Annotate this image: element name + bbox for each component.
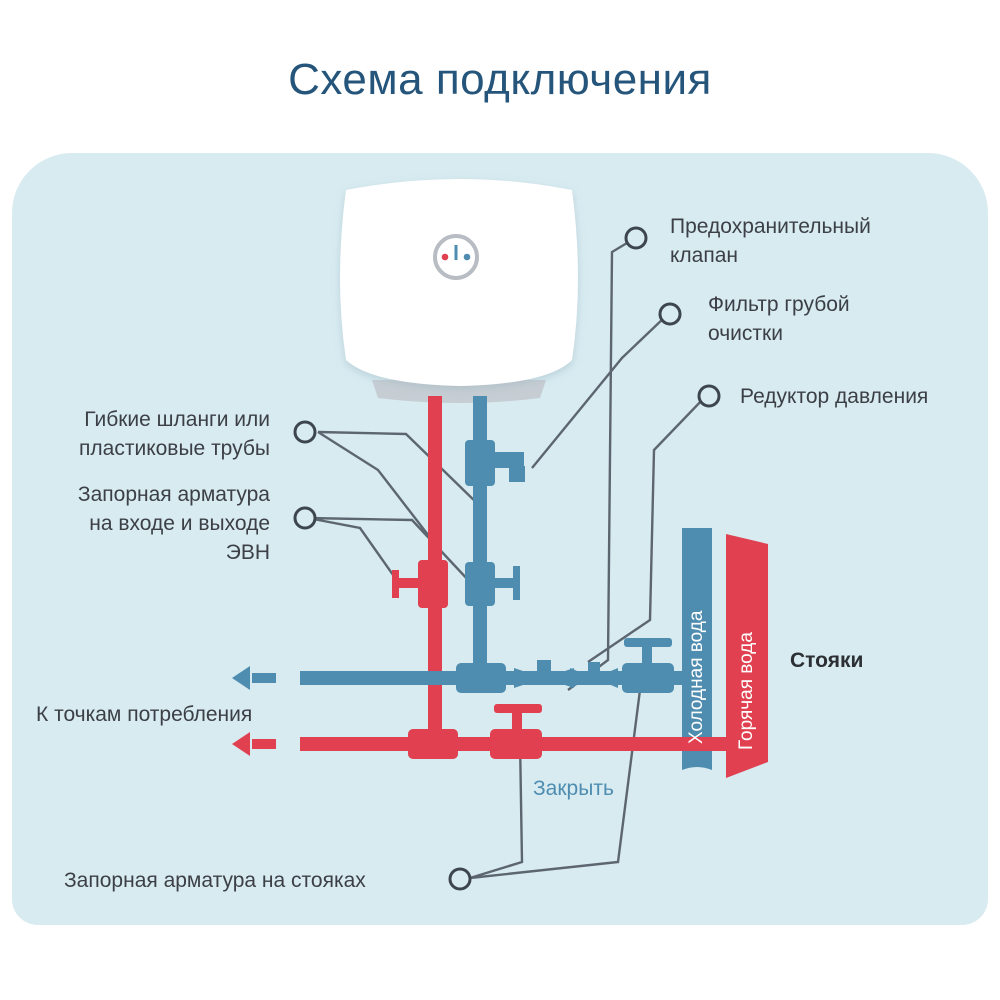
- hot-shutoff-valve-handle: [398, 578, 422, 588]
- label-flexible-hoses-line2: пластиковые трубы: [79, 437, 270, 460]
- marker-safety-valve: [624, 226, 648, 250]
- page-title: Схема подключения: [288, 55, 712, 104]
- cold-shutoff-valve-handle: [494, 578, 514, 588]
- cold-tee-fitting: [456, 663, 506, 693]
- leader-shutoff-ewh-2: [307, 516, 399, 583]
- cold-riser-valve-stem: [642, 646, 652, 664]
- water-heater-base: [372, 380, 546, 403]
- label-shutoff-ewh-line3: ЭВН: [225, 541, 270, 564]
- marker-shutoff-risers: [448, 867, 472, 891]
- cold-filter-tee: [465, 440, 495, 486]
- hot-shutoff-valve-handle-end: [392, 570, 399, 598]
- safety-valve-fitting: [514, 668, 574, 688]
- leader-shutoff-ewh: [307, 516, 471, 583]
- cold-pipes: [232, 396, 684, 693]
- hot-riser-shutoff-valve: [490, 729, 542, 759]
- marker-pressure-reducer: [697, 384, 721, 408]
- hot-arrow-head: [232, 732, 250, 756]
- marker-shutoff-ewh: [293, 506, 317, 530]
- label-close: Закрыть: [533, 777, 614, 800]
- pressure-reducer-cap: [588, 662, 600, 672]
- label-flexible-hoses: Гибкие шланги или пластиковые трубы: [20, 405, 270, 463]
- leader-safety-valve: [567, 238, 633, 691]
- label-coarse-filter: Фильтр грубой очистки: [708, 293, 850, 345]
- label-flexible-hoses-line1: Гибкие шланги или: [84, 408, 270, 431]
- leader-flexible-hoses-2: [317, 430, 433, 541]
- pressure-reducer-fitting: [570, 668, 618, 688]
- leader-shutoff-riser-hot: [469, 739, 524, 880]
- label-pressure-reducer: Редуктор давления: [740, 385, 929, 408]
- cold-riser-valve-handle: [624, 638, 672, 647]
- leader-pressure-reducer: [587, 396, 706, 663]
- label-safety-valve: Предохранительный клапан: [670, 215, 871, 267]
- hot-riser-valve-stem: [512, 712, 522, 730]
- cold-shutoff-valve-handle-end: [513, 566, 520, 600]
- label-shutoff-risers: Запорная арматура на стояках: [64, 869, 366, 892]
- hot-tee-fitting: [408, 729, 458, 759]
- cold-arrow-head: [232, 666, 250, 690]
- cold-water-riser: [682, 528, 712, 770]
- leader-coarse-filter: [531, 315, 667, 469]
- label-hot-water: Горячая вода: [736, 632, 757, 750]
- cold-pipe-vertical: [473, 396, 487, 678]
- label-shutoff-ewh-line2: на входе и выходе: [89, 512, 270, 535]
- hot-water-riser: [726, 534, 768, 778]
- marker-coarse-filter: [658, 302, 682, 326]
- hot-riser-valve-handle: [494, 704, 542, 713]
- leader-markers: [293, 226, 721, 891]
- hot-pipes: [232, 396, 728, 759]
- cold-filter-branch: [494, 452, 524, 468]
- label-cold-water: Холодная вода: [686, 610, 707, 744]
- leader-flexible-hoses: [317, 430, 483, 509]
- cold-filter-cap: [509, 466, 525, 482]
- safety-valve-cap: [537, 660, 551, 672]
- water-heater-body: [340, 179, 578, 386]
- hot-arrow-dash: [252, 739, 276, 749]
- label-shutoff-ewh: Запорная арматура на входе и выходе ЭВН: [20, 480, 270, 567]
- cold-shutoff-valve-body: [465, 562, 495, 606]
- water-heater-control-icon: [433, 234, 479, 280]
- hot-shutoff-valve-body: [418, 560, 448, 608]
- label-shutoff-ewh-line1: Запорная арматура: [77, 483, 270, 506]
- label-risers: Стояки: [790, 649, 864, 672]
- water-heater: [340, 179, 578, 403]
- label-to-consumers: К точкам потребления: [36, 703, 253, 726]
- marker-flexible-hoses: [293, 420, 317, 444]
- cold-arrow-dash: [252, 673, 276, 683]
- cold-riser-shutoff-valve: [622, 663, 674, 693]
